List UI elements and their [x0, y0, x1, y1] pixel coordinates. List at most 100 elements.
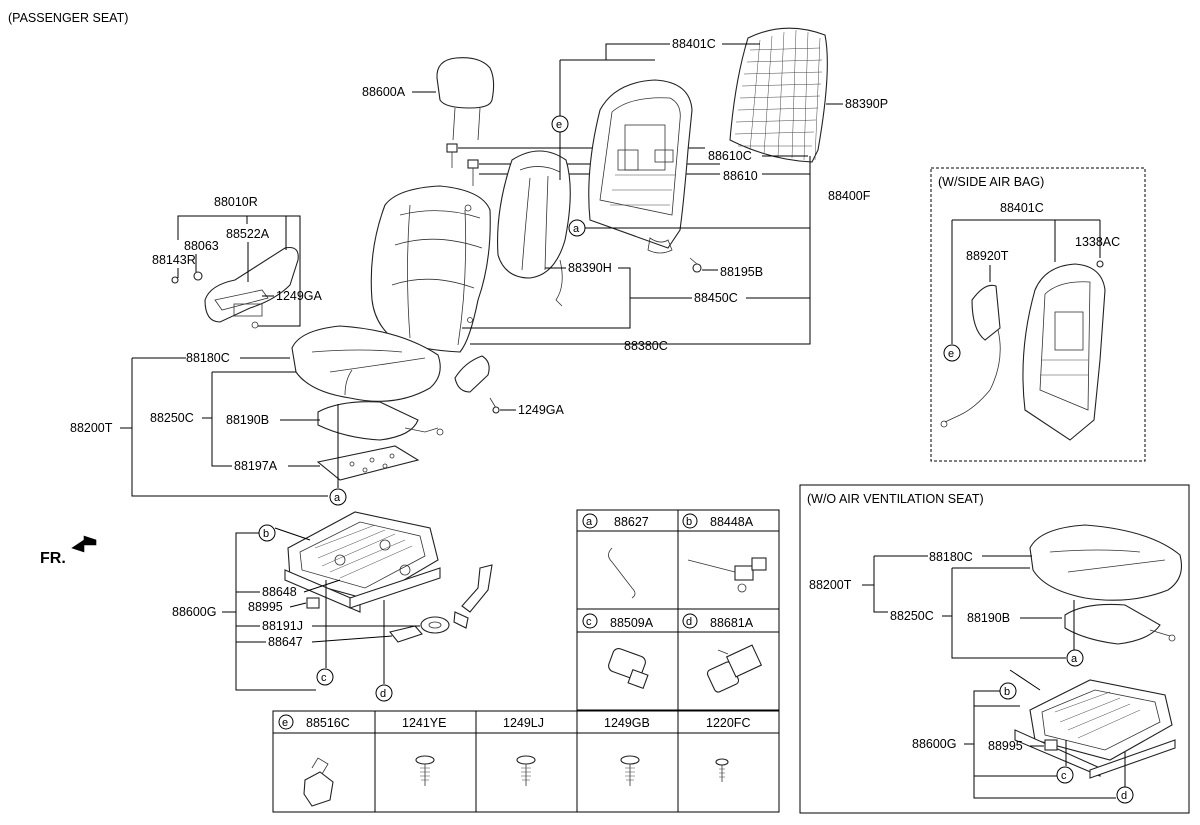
side-airbag-panel — [930, 167, 1146, 462]
no-vent-label-88250C: 88250C — [890, 609, 934, 623]
no-vent-pad-drawing — [1064, 603, 1176, 645]
label-88600A: 88600A — [362, 85, 406, 99]
fastener-e-code: 88516C — [306, 716, 350, 730]
side-airbag-module-drawing — [940, 284, 1001, 428]
legend-a-letter: a — [586, 516, 593, 528]
seatback-frame-drawing — [588, 79, 693, 254]
screw-1249GB-drawing — [620, 755, 640, 786]
no-vent-label-88600G: 88600G — [912, 737, 956, 751]
seat-track-drawing — [284, 511, 441, 613]
legend-b-code: 88448A — [710, 515, 754, 529]
label-88401C: 88401C — [672, 37, 716, 51]
callout-a-back-letter: a — [573, 223, 580, 235]
callout-b-novent-letter: b — [1004, 686, 1010, 698]
no-vent-label-88190B: 88190B — [967, 611, 1010, 625]
label-88450C: 88450C — [694, 291, 738, 305]
no-vent-title: (W/O AIR VENTILATION SEAT) — [807, 492, 984, 506]
label-1249GA-shield: 1249GA — [276, 289, 323, 303]
label-88063: 88063 — [184, 239, 219, 253]
label-88143R: 88143R — [152, 253, 196, 267]
callout-e-back-letter: e — [556, 119, 562, 131]
fastener-col-2: 1249LJ — [503, 716, 544, 730]
front-direction-marker: FR. — [40, 550, 66, 567]
bolt-88195B — [689, 257, 702, 273]
label-88195B: 88195B — [720, 265, 763, 279]
callout-e-back — [551, 115, 569, 133]
headrest-guide-bolts — [446, 143, 479, 186]
callout-a-cushion — [329, 488, 347, 506]
callout-c-novent-letter: c — [1061, 770, 1067, 782]
screw-1220FC-drawing — [715, 758, 729, 782]
callout-d-main-letter: d — [380, 688, 386, 700]
motor-88681A-drawing — [706, 644, 763, 693]
callout-c-main-letter: c — [321, 672, 327, 684]
cushion-plate-drawing — [316, 445, 420, 481]
motor-88509A-drawing — [608, 648, 649, 690]
callout-d-novent — [1116, 786, 1134, 804]
clip-88627-drawing — [608, 547, 636, 599]
seatback-cushion-drawing — [370, 185, 491, 353]
label-1249GA-cover: 1249GA — [518, 403, 565, 417]
screw-1249LJ-drawing — [516, 755, 536, 786]
side-airbag-label-1338AC: 1338AC — [1075, 235, 1120, 249]
legend-b-letter: b — [686, 516, 692, 528]
side-cover-drawing — [454, 355, 500, 414]
screw-1241YE-drawing — [415, 755, 435, 786]
callout-e-airbag — [943, 344, 961, 362]
legend-a-code: 88627 — [614, 515, 649, 529]
label-88610: 88610 — [723, 169, 758, 183]
legend-d-code: 88681A — [710, 616, 754, 630]
seat-cushion-drawing — [291, 325, 441, 402]
clip-88516C-drawing — [303, 757, 334, 807]
callout-d-main — [375, 684, 393, 702]
label-88400F: 88400F — [828, 189, 871, 203]
legend-c-circle — [582, 613, 598, 629]
callout-c-novent — [1056, 766, 1074, 784]
no-vent-label-88180C: 88180C — [929, 550, 973, 564]
callout-a-novent-letter: a — [1071, 653, 1078, 665]
legend-d-letter: d — [686, 616, 692, 628]
label-88390H: 88390H — [568, 261, 612, 275]
callout-e-airbag-letter: e — [948, 348, 954, 360]
no-vent-label-88200T: 88200T — [809, 578, 852, 592]
side-airbag-label-88920T: 88920T — [966, 249, 1009, 263]
fastener-col-4: 1220FC — [706, 716, 750, 730]
fastener-table — [272, 710, 780, 813]
side-shield-drawing — [171, 246, 299, 329]
cushion-pad-drawing — [317, 401, 444, 441]
front-arrow-icon — [71, 535, 97, 553]
label-88610C: 88610C — [708, 149, 752, 163]
callout-d-novent-letter: d — [1121, 790, 1127, 802]
callout-a-novent — [1066, 649, 1084, 667]
fastener-e-letter: e — [282, 717, 288, 729]
no-vent-panel — [799, 484, 1190, 814]
label-88190B: 88190B — [226, 413, 269, 427]
legend-d-circle — [682, 613, 698, 629]
side-airbag-title: (W/SIDE AIR BAG) — [938, 175, 1044, 189]
label-88647: 88647 — [268, 635, 303, 649]
label-88250C: 88250C — [150, 411, 194, 425]
fastener-e-circle — [278, 714, 294, 730]
cable-88448A-drawing — [687, 557, 767, 593]
label-88600G: 88600G — [172, 605, 216, 619]
no-vent-label-88995: 88995 — [988, 739, 1023, 753]
label-88010R: 88010R — [214, 195, 258, 209]
fastener-col-3: 1249GB — [604, 716, 650, 730]
label-88648: 88648 — [262, 585, 297, 599]
callout-b-main-letter: b — [263, 528, 269, 540]
legend-a-circle — [582, 513, 598, 529]
headrest-drawing — [436, 57, 495, 141]
label-88995: 88995 — [248, 600, 283, 614]
label-88180C: 88180C — [186, 351, 230, 365]
label-88200T: 88200T — [70, 421, 113, 435]
label-88522A: 88522A — [226, 227, 270, 241]
bracket-88995-drawing — [306, 597, 320, 609]
height-lever-drawing — [389, 564, 493, 643]
no-vent-cushion-drawing — [1029, 524, 1183, 601]
seatback-pad-drawing — [497, 150, 571, 307]
callout-c-main — [316, 668, 334, 686]
page-title: (PASSENGER SEAT) — [8, 11, 128, 25]
legend-b-circle — [682, 513, 698, 529]
legend-c-letter: c — [586, 616, 592, 628]
seatback-cover-drawing — [729, 27, 828, 163]
